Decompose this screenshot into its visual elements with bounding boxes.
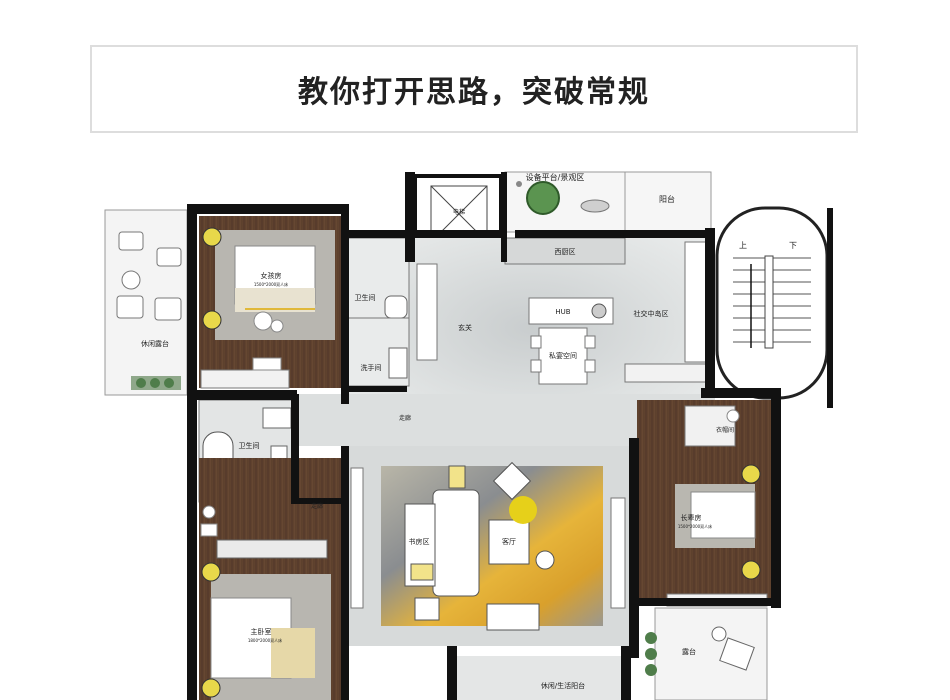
label-terrace: 露台 — [682, 647, 696, 656]
page-title: 教你打开思路，突破常规 — [298, 75, 650, 110]
label-master-bed-size: 1800*2000双人床 — [248, 637, 282, 643]
label-bath-1: 卫生间 — [355, 293, 376, 302]
label-leisure-balcony: 休闲/生活阳台 — [541, 681, 585, 690]
floor-plan: 设备平台/景观区 阳台 电梯 西厨区 上 下 女孩房 1500*2000双人床 … — [85, 168, 865, 700]
label-leisure-terrace: 休闲露台 — [141, 339, 169, 348]
label-equipment-platform: 设备平台/景观区 — [526, 172, 585, 182]
label-cloakroom: 衣帽间 — [716, 426, 734, 434]
label-wash-room: 洗手间 — [361, 363, 382, 372]
label-girl-bed: 1500*2000双人床 — [254, 281, 288, 287]
label-stair-up: 上 — [739, 241, 747, 250]
label-hub: HUB — [555, 308, 570, 316]
label-elevator: 电梯 — [453, 208, 465, 216]
label-elder-bed: 1500*2000双人床 — [678, 523, 712, 529]
label-social-kitchen: 社交中岛区 — [634, 309, 669, 318]
label-west-kitchen: 西厨区 — [555, 248, 576, 256]
label-foyer: 玄关 — [458, 323, 472, 332]
label-bath-2: 卫生间 — [239, 441, 260, 450]
label-corridor-2: 走廊 — [311, 502, 323, 510]
label-study: 书房区 — [409, 537, 430, 546]
label-stair-down: 下 — [789, 241, 797, 250]
floor-plan-drawing: 设备平台/景观区 阳台 电梯 西厨区 上 下 女孩房 1500*2000双人床 … — [85, 168, 865, 700]
label-private-dining: 私宴空间 — [549, 351, 577, 360]
label-balcony: 阳台 — [659, 194, 675, 204]
label-master-bed: 主卧室 — [251, 627, 272, 636]
label-girl-room: 女孩房 — [261, 271, 282, 280]
label-corridor: 走廊 — [399, 414, 411, 422]
label-living: 客厅 — [502, 537, 516, 546]
title-banner: 教你打开思路，突破常规 — [90, 45, 858, 133]
label-elder-room: 长辈房 — [681, 513, 702, 522]
